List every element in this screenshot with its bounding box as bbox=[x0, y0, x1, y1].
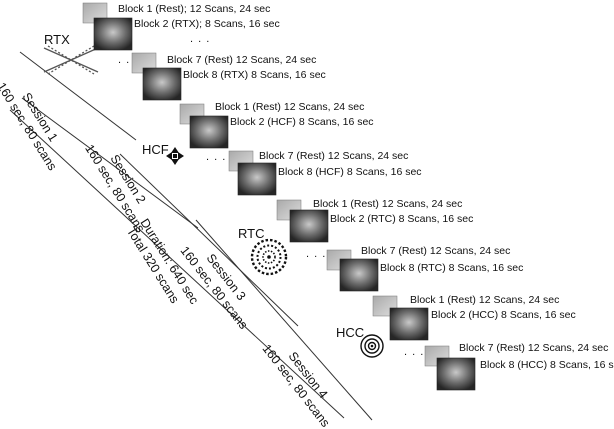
stimulus-label-hcc: HCC bbox=[336, 325, 364, 340]
session-4-label: Session 4 160 sec, 80 scans bbox=[259, 342, 332, 429]
block-1-label: Block 1 (Rest) 12 Scans, 24 sec bbox=[410, 294, 559, 306]
block-2-label: Block 2 (RTX); 8 Scans, 16 sec bbox=[134, 18, 280, 30]
hcf-stimulus-icon bbox=[166, 147, 184, 165]
session-1-boundary-line bbox=[19, 51, 137, 141]
brain-scan-thumbnail bbox=[142, 67, 182, 101]
block-2-label: Block 2 (HCC) 8 Scans, 16 sec bbox=[431, 309, 576, 321]
brain-scan-thumbnail bbox=[189, 115, 229, 149]
session-2-blocks: Block 1 (Rest) 12 Scans, 24 sec Block 2 … bbox=[179, 101, 422, 196]
block-2-label: Block 2 (HCF) 8 Scans, 16 sec bbox=[230, 116, 374, 128]
session-1-blocks: Block 1 (Rest); 12 Scans, 24 sec Block 2… bbox=[82, 2, 326, 101]
block-8-label: Block 8 (RTX) 8 Scans, 16 sec bbox=[183, 69, 326, 81]
block-8-label: Block 8 (RTC) 8 Scans, 16 sec bbox=[380, 262, 523, 274]
stimulus-label-rtx: RTX bbox=[44, 32, 70, 47]
brain-scan-thumbnail bbox=[436, 357, 476, 391]
stimulus-label-hcf: HCF bbox=[142, 142, 169, 157]
brain-scan-thumbnail bbox=[289, 209, 329, 243]
stimulus-label-rtc: RTC bbox=[238, 226, 264, 241]
hcc-stimulus-icon bbox=[360, 334, 384, 358]
brain-scan-thumbnail bbox=[339, 258, 379, 292]
block-7-label: Block 7 (Rest) 12 Scans, 24 sec bbox=[259, 150, 408, 162]
session-4-boundary-line bbox=[195, 219, 373, 421]
timeline-ellipsis: . . . bbox=[306, 248, 326, 260]
block-1-label: Block 1 (Rest) 12 Scans, 24 sec bbox=[313, 198, 462, 210]
session-3-blocks: Block 1 (Rest) 12 Scans, 24 sec Block 2 … bbox=[276, 198, 523, 292]
block-7-label: Block 7 (Rest) 12 Scans, 24 sec bbox=[459, 342, 608, 354]
session-2-boundary-line bbox=[21, 97, 199, 229]
brain-scan-thumbnail bbox=[93, 17, 133, 51]
block-8-label: Block 8 (HCF) 8 Scans, 16 sec bbox=[278, 166, 422, 178]
block-8-label: Block 8 (HCC) 8 Scans, 16 sec bbox=[480, 359, 614, 371]
block-7-label: Block 7 (Rest) 12 Scans, 24 sec bbox=[361, 245, 510, 257]
session-4-blocks: Block 1 (Rest) 12 Scans, 24 sec Block 2 … bbox=[372, 294, 614, 391]
block-1-label: Block 1 (Rest) 12 Scans, 24 sec bbox=[215, 101, 364, 113]
brain-scan-thumbnail bbox=[237, 162, 277, 196]
block-ellipsis: . . . bbox=[190, 33, 210, 45]
timeline-ellipsis: . . . bbox=[404, 346, 424, 358]
block-7-label: Block 7 (Rest) 12 Scans, 24 sec bbox=[167, 54, 316, 66]
rtx-stimulus-icon bbox=[43, 45, 99, 75]
block-2-label: Block 2 (RTC) 8 Scans, 16 sec bbox=[330, 213, 473, 225]
brain-scan-thumbnail bbox=[389, 307, 429, 341]
total-duration-line bbox=[9, 109, 345, 419]
session-3-boundary-line bbox=[119, 153, 299, 327]
timeline-ellipsis: . . . bbox=[206, 151, 226, 163]
rtc-stimulus-icon bbox=[250, 238, 288, 276]
block-1-label: Block 1 (Rest); 12 Scans, 24 sec bbox=[118, 3, 270, 15]
